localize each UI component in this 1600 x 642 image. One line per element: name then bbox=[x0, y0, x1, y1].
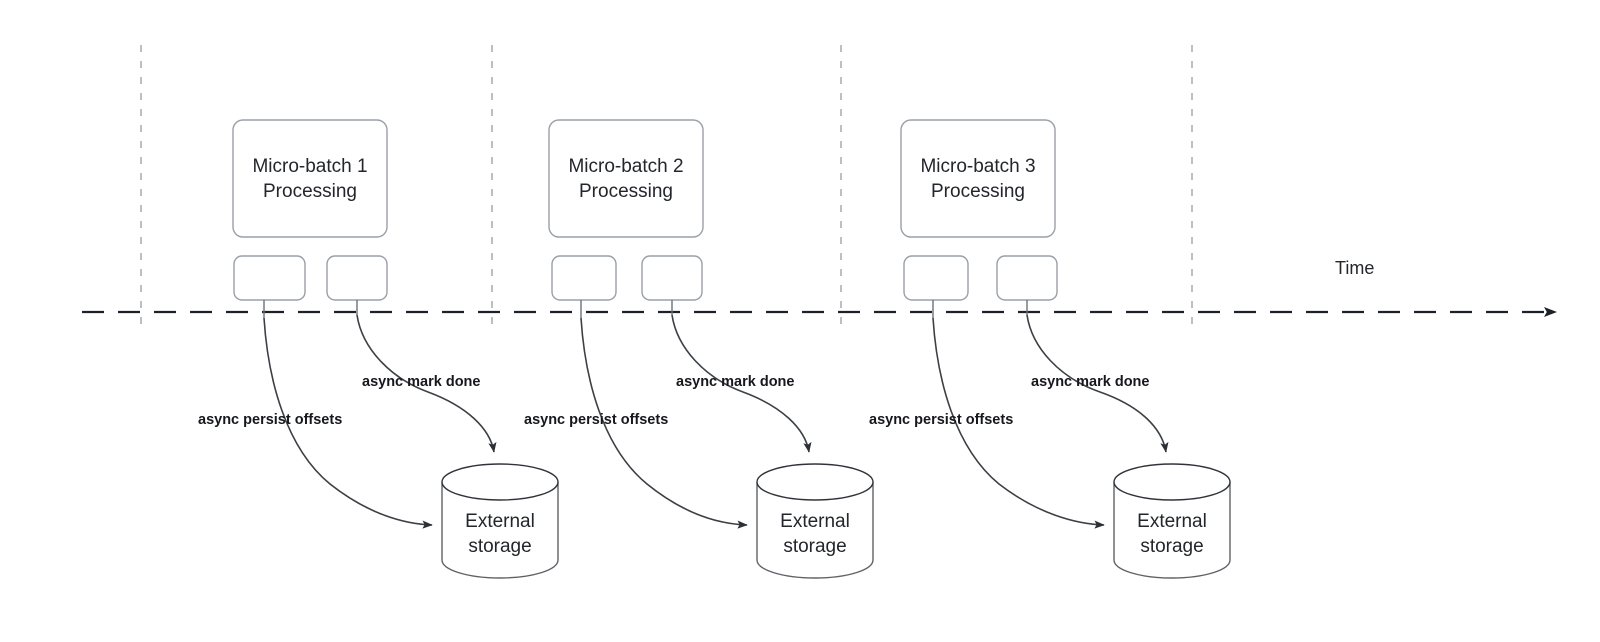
persist-edge-2-curve bbox=[580, 317, 748, 529]
persist-task-2-box[interactable] bbox=[551, 255, 617, 301]
external-storage-3-label-line2: storage bbox=[1140, 536, 1203, 557]
time-axis-label: Time bbox=[1335, 258, 1374, 278]
external-storage-1-label-line2: storage bbox=[468, 536, 531, 557]
mark-done-task-3-box[interactable] bbox=[996, 255, 1058, 301]
group-2: Micro-batch 2 Processing async persist o… bbox=[524, 119, 874, 579]
external-storage-3-label-line1: External bbox=[1137, 511, 1207, 532]
external-storage-2-top bbox=[756, 463, 874, 501]
external-storage-2-body[interactable] bbox=[756, 482, 874, 579]
mark-done-edge-3-label: async mark done bbox=[1031, 374, 1149, 390]
mark-done-task-1-box[interactable] bbox=[326, 255, 388, 301]
mark-done-edge-1-curve bbox=[356, 314, 497, 453]
micro-batch-3-label-line2: Processing bbox=[931, 181, 1025, 202]
mark-done-edge-1-label: async mark done bbox=[362, 374, 480, 390]
mark-done-edge-2-label: async mark done bbox=[676, 374, 794, 390]
micro-batch-3-label-line1: Micro-batch 3 bbox=[920, 156, 1035, 177]
external-storage-2-label-line1: External bbox=[780, 511, 850, 532]
persist-edge-1-curve bbox=[263, 317, 433, 529]
external-storage-3-top bbox=[1113, 463, 1231, 501]
group-3: Micro-batch 3 Processing async persist o… bbox=[869, 119, 1231, 579]
persist-task-3-box[interactable] bbox=[903, 255, 969, 301]
external-storage-3-body[interactable] bbox=[1113, 482, 1231, 579]
persist-edge-3-label: async persist offsets bbox=[869, 412, 1013, 428]
micro-batch-2-box[interactable] bbox=[548, 119, 704, 238]
persist-edge-3-curve bbox=[932, 317, 1105, 529]
mark-done-edge-2-curve bbox=[671, 314, 812, 453]
micro-batch-1-label-line2: Processing bbox=[263, 181, 357, 202]
persist-task-1-box[interactable] bbox=[233, 255, 306, 301]
external-storage-1-label-line1: External bbox=[465, 511, 535, 532]
micro-batch-1-box[interactable] bbox=[232, 119, 388, 238]
micro-batch-2-label-line1: Micro-batch 2 bbox=[568, 156, 683, 177]
group-1: Micro-batch 1 Processing async persist o… bbox=[198, 119, 559, 579]
persist-edge-2-label: async persist offsets bbox=[524, 412, 668, 428]
micro-batch-3-box[interactable] bbox=[900, 119, 1056, 238]
mark-done-task-2-box[interactable] bbox=[641, 255, 703, 301]
micro-batch-1-label-line1: Micro-batch 1 bbox=[252, 156, 367, 177]
external-storage-1-top bbox=[441, 463, 559, 501]
external-storage-1-body[interactable] bbox=[441, 482, 559, 579]
persist-edge-1-label: async persist offsets bbox=[198, 412, 342, 428]
external-storage-2-label-line2: storage bbox=[783, 536, 846, 557]
mark-done-edge-3-curve bbox=[1026, 314, 1169, 453]
micro-batch-2-label-line2: Processing bbox=[579, 181, 673, 202]
